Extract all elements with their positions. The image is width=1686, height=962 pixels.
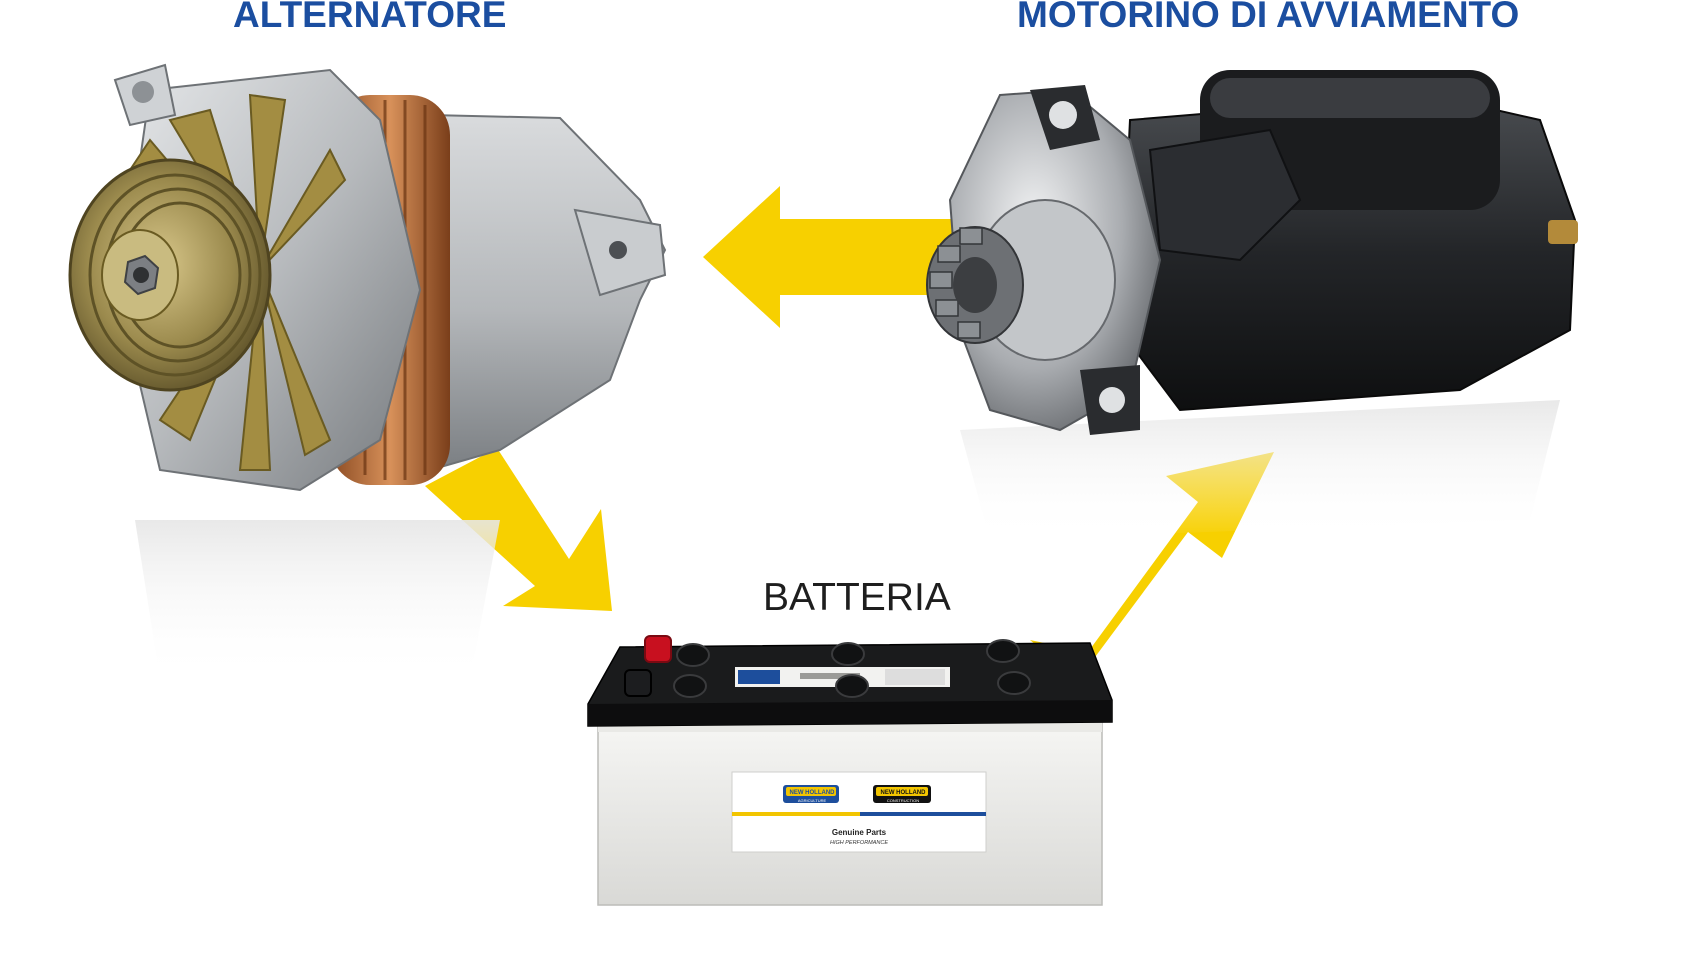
battery-sticker (731, 771, 987, 853)
sticker-sub-construction: CONSTRUCTION (887, 798, 919, 803)
alternator-title: ALTERNATORE (233, 0, 507, 35)
starter-title: MOTORINO DI AVVIAMENTO (1017, 0, 1520, 35)
sticker-high-performance: HIGH PERFORMANCE (830, 840, 888, 846)
alternator-illustration (68, 63, 667, 680)
battery-illustration (587, 635, 1113, 906)
sticker-genuine-parts: Genuine Parts (832, 828, 887, 837)
pinion-gear (926, 226, 1024, 344)
arrow-starter-to-alternator (703, 186, 985, 328)
battery-title: BATTERIA (763, 576, 951, 619)
sticker-brand-construction: NEW HOLLAND (881, 790, 927, 796)
arrow-alternator-to-battery (425, 448, 612, 611)
starter-motor-illustration (926, 70, 1578, 540)
sticker-brand-agriculture: NEW HOLLAND (790, 790, 836, 796)
sticker-sub-agriculture: AGRICULTURE (798, 798, 827, 803)
